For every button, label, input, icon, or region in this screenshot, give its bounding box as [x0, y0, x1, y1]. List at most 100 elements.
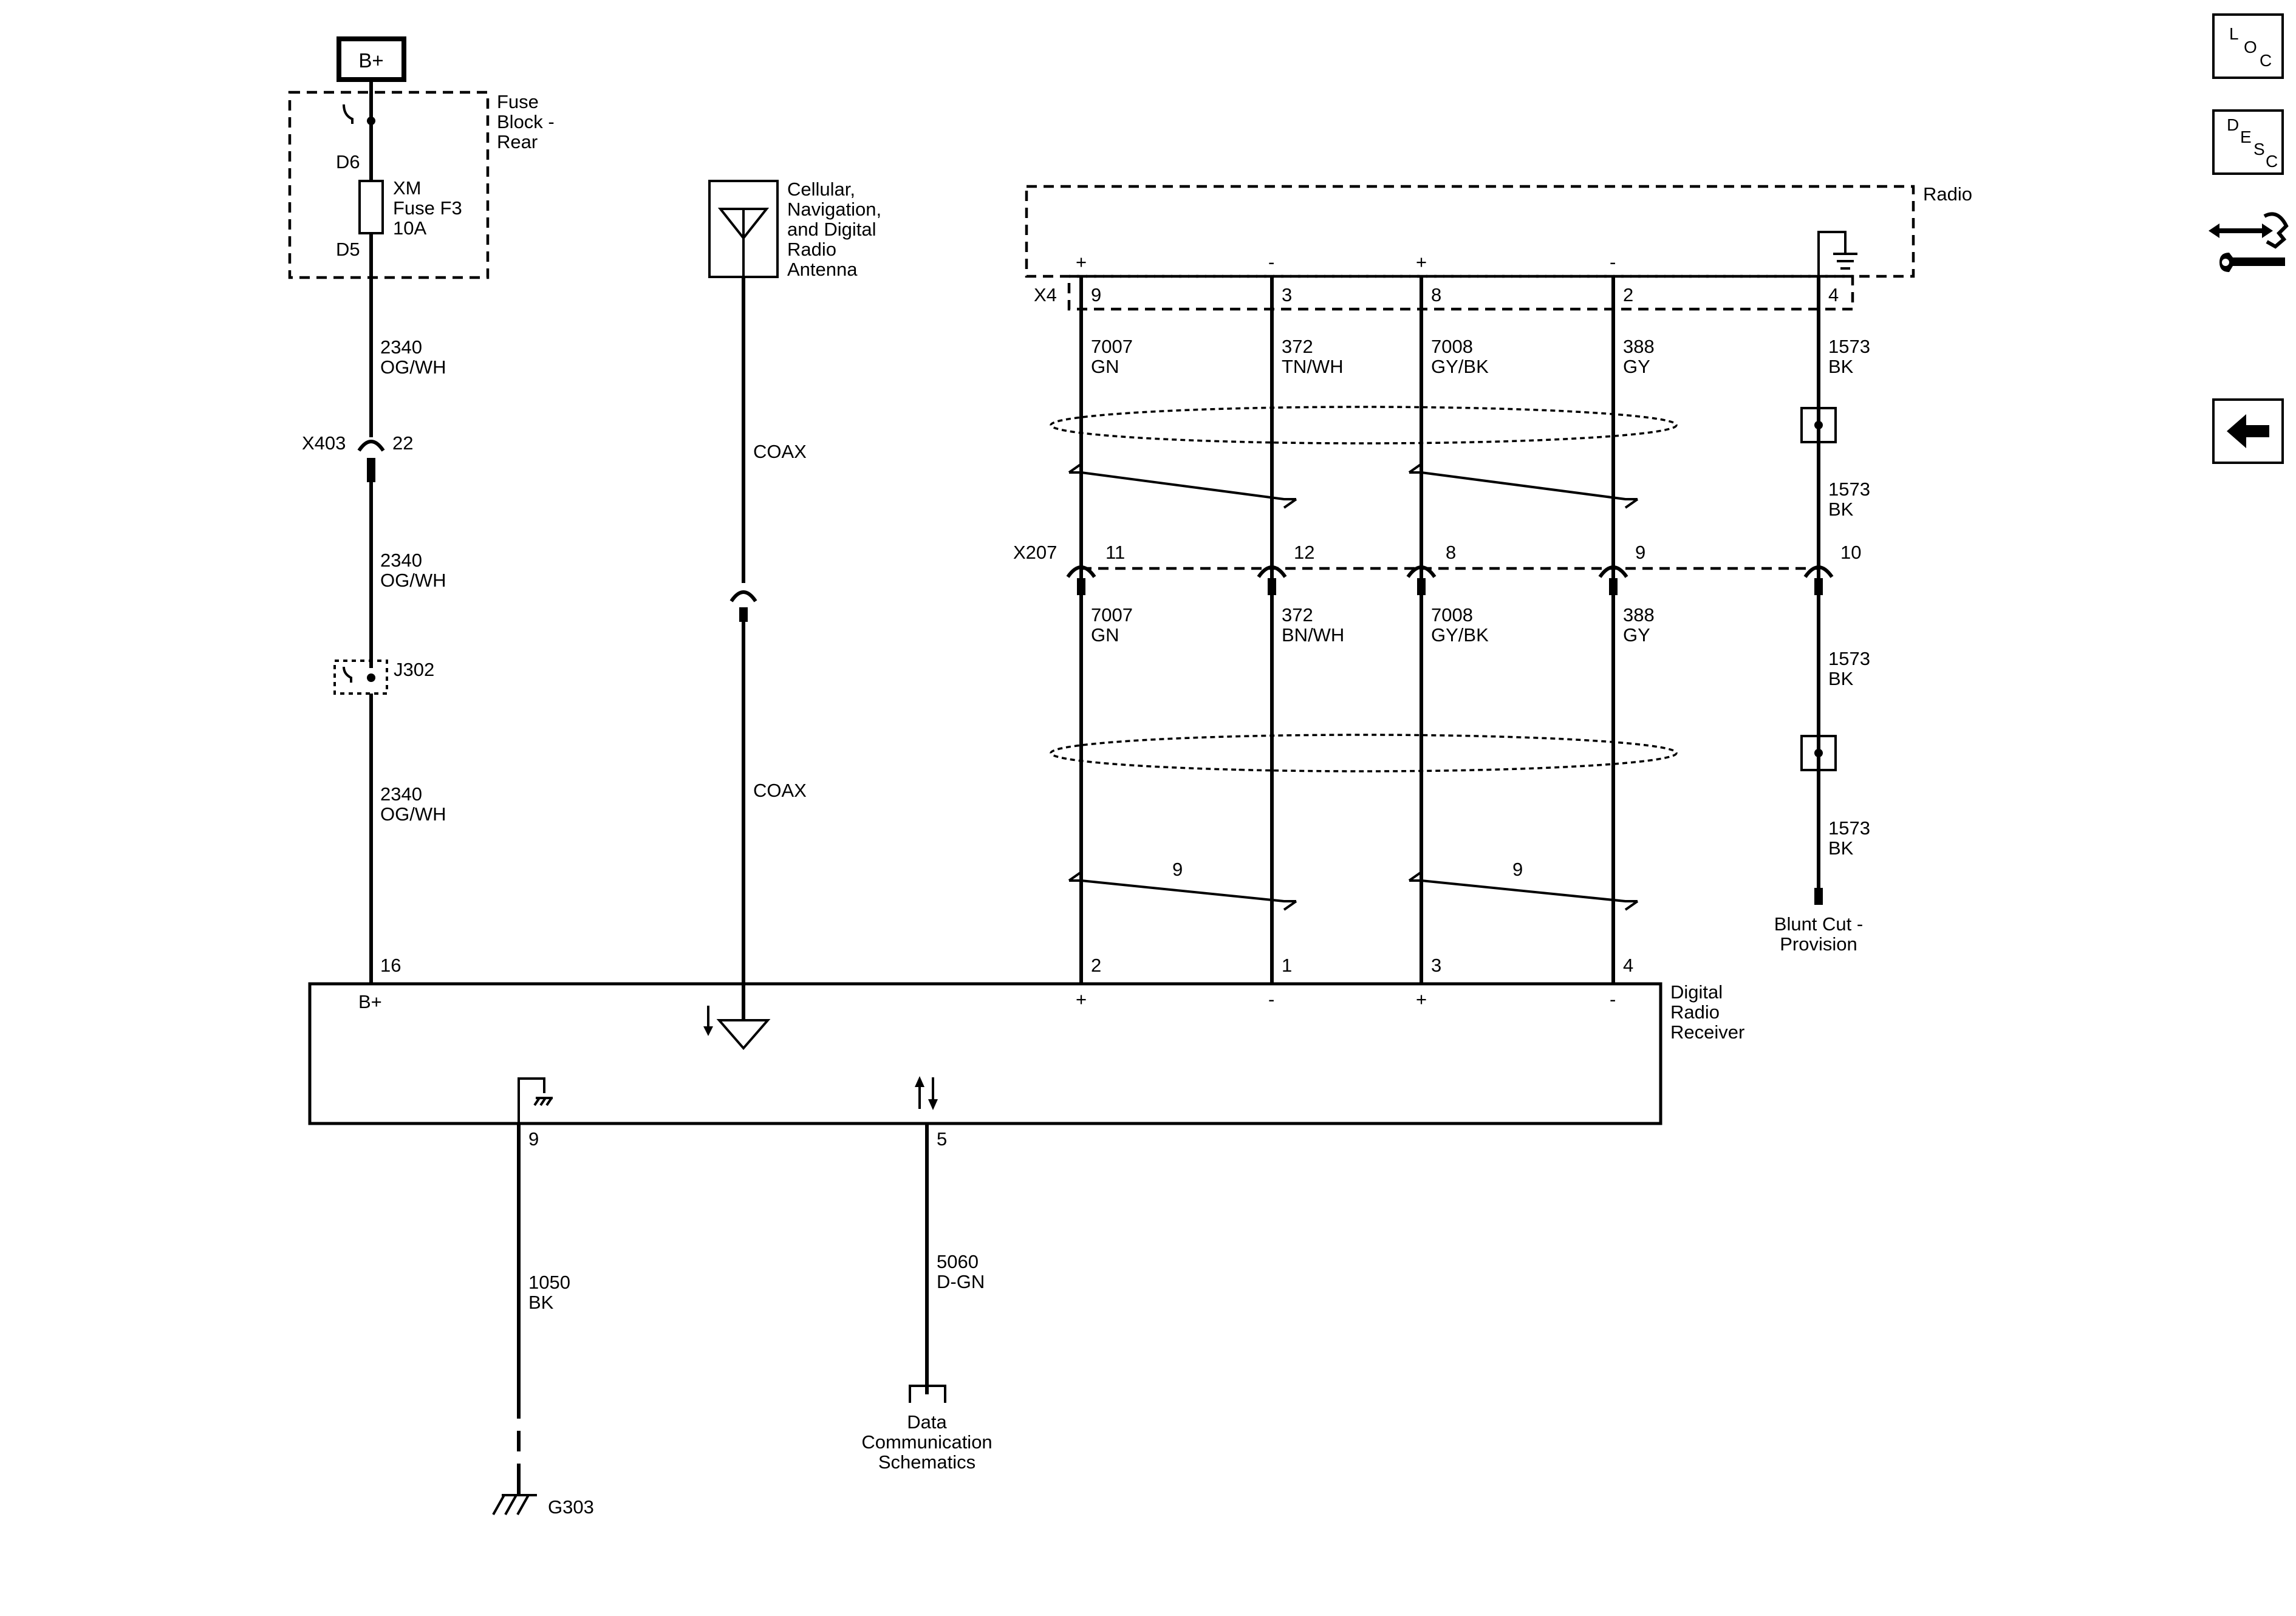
- digital-radio-receiver: Digital Radio Receiver 2 1 3 4 + - + -: [308, 955, 1744, 1125]
- twist-mark-3: [1069, 879, 1296, 902]
- receiver-pin-16: 16: [380, 955, 401, 976]
- radio-ground-icon: [1817, 231, 1847, 291]
- connector-x403-male: [367, 458, 375, 482]
- nav-desc-letter-4: C: [2266, 152, 2278, 171]
- antenna-label-5: Antenna: [787, 259, 858, 280]
- wire-7008-low-circuit: 7008: [1431, 604, 1473, 626]
- data-reference-icon: [909, 1385, 946, 1403]
- antenna-label-1: Cellular,: [787, 179, 855, 200]
- wire-388-top-color: GY: [1623, 356, 1650, 377]
- fuse-pin-d6: D6: [336, 151, 360, 172]
- radio-pin-4: 4: [1828, 284, 1839, 305]
- connector-x403-pin: 22: [392, 432, 413, 454]
- wire-1573-end-color: BK: [1828, 837, 1854, 859]
- x207-pin-8: 8: [1446, 542, 1456, 563]
- data-pin-5: 5: [937, 1128, 947, 1150]
- radio-enclosure: [1025, 185, 1915, 278]
- twist-mark-1: [1069, 471, 1296, 500]
- radio-label: Radio: [1923, 183, 1972, 205]
- wire-7008-top-color: GY/BK: [1431, 356, 1489, 377]
- connector-x4-label: X4: [1034, 284, 1057, 305]
- wire-7008-top-circuit: 7008: [1431, 336, 1473, 357]
- wire-372-top-circuit: 372: [1282, 336, 1313, 357]
- wire-2340-a-circuit: 2340: [380, 336, 422, 358]
- wire-7007-low-circuit: 7007: [1091, 604, 1133, 626]
- receiver-label-1: Digital: [1670, 981, 1723, 1003]
- radio-pol-2: -: [1268, 251, 1274, 273]
- wire-1573-top-color: BK: [1828, 356, 1854, 377]
- wire-7008-low-color: GY/BK: [1431, 624, 1489, 646]
- nav-loc-button[interactable]: L O C: [2212, 13, 2284, 79]
- antenna-label-4: Radio: [787, 239, 836, 260]
- x207-pin-12: 12: [1294, 542, 1314, 563]
- radio-pol-1: +: [1076, 251, 1087, 273]
- radio-pin-2: 2: [1623, 284, 1633, 305]
- receiver-pol-4: -: [1610, 989, 1616, 1010]
- wire-1050-circuit: 1050: [528, 1272, 570, 1293]
- shield-upper: [1050, 406, 1837, 445]
- x207-pin-10: 10: [1840, 542, 1861, 563]
- blunt-cut-label-1: Blunt Cut -: [1774, 913, 1863, 935]
- ground-g303-label: G303: [548, 1496, 594, 1518]
- wire-1573-mid-color: BK: [1828, 499, 1854, 520]
- receiver-box: [308, 982, 1662, 1125]
- radio-pin-8: 8: [1431, 284, 1441, 305]
- ground-pin-9: 9: [528, 1128, 539, 1150]
- twist-rate-2: 9: [1512, 859, 1523, 880]
- fuse-block-label-2: Block -: [497, 111, 555, 132]
- receiver-bplus-pin-label: B+: [358, 991, 382, 1012]
- connector-x207-label: X207: [1013, 542, 1057, 563]
- power-feed: B+ Fuse Block - Rear D6 XM Fuse F3 10A D…: [288, 36, 555, 1012]
- wire-7007-top-color: GN: [1091, 356, 1119, 377]
- fuse-pin-d5: D5: [336, 239, 360, 260]
- coax-connector-female: [729, 590, 757, 602]
- nav-back-button[interactable]: [2212, 398, 2284, 464]
- signal-wires: [1079, 276, 1820, 984]
- receiver-pin-3: 3: [1431, 955, 1441, 976]
- blunt-cut-label-2: Provision: [1780, 933, 1857, 955]
- radio-pol-3: +: [1416, 251, 1427, 273]
- wire-2340-b-circuit: 2340: [380, 550, 422, 571]
- nav-desc-button[interactable]: D E S C: [2212, 109, 2284, 175]
- antenna-label-2: Navigation,: [787, 199, 881, 220]
- shield-lower: [1050, 734, 1837, 772]
- blunt-cut-end: [1814, 888, 1823, 905]
- antenna-feed: Cellular, Navigation, and Digital Radio …: [708, 179, 881, 1020]
- coax-connector-male: [739, 607, 748, 622]
- x207-female-5: [1803, 565, 1834, 578]
- coax-lower-label: COAX: [753, 780, 807, 801]
- connector-x207: X207 11 12 8 9 10: [1013, 542, 1861, 595]
- ground-circuit: 9 1050 BK G303: [492, 1123, 594, 1518]
- x207-pin-9: 9: [1635, 542, 1645, 563]
- twisted-pair-upper: [1068, 463, 1639, 509]
- wire-2340-c-color: OG/WH: [380, 803, 446, 825]
- nav-loc-letter-1: L: [2229, 24, 2239, 43]
- nav-desc-letter-1: D: [2227, 115, 2240, 134]
- data-label-1: Data: [907, 1411, 947, 1433]
- wire-1573-top-circuit: 1573: [1828, 336, 1870, 357]
- radio-pin-labels: + - + - 9 3 8 2 4: [1076, 251, 1839, 305]
- data-label-3: Schematics: [878, 1451, 975, 1473]
- connector-repair-icon: [2209, 212, 2289, 272]
- coax-upper-label: COAX: [753, 441, 807, 462]
- splice-j302-label: J302: [394, 659, 434, 680]
- terminal-symbol: [343, 104, 354, 124]
- wire-2340-a-color: OG/WH: [380, 356, 446, 378]
- nav-connector-repair-button[interactable]: [2206, 202, 2291, 287]
- wire-1573-end-circuit: 1573: [1828, 817, 1870, 839]
- wire-7007-low-color: GN: [1091, 624, 1119, 646]
- receiver-pol-2: -: [1268, 989, 1274, 1010]
- wire-1573-low-circuit: 1573: [1828, 648, 1870, 669]
- x207-pin-11: 11: [1105, 542, 1125, 563]
- wire-5060-color: D-GN: [937, 1271, 985, 1292]
- wire-1573-low-color: BK: [1828, 668, 1854, 689]
- wire-388-top-circuit: 388: [1623, 336, 1655, 357]
- antenna-label-3: and Digital: [787, 219, 876, 240]
- receiver-pol-3: +: [1416, 989, 1427, 1010]
- fuse-block-label-3: Rear: [497, 131, 538, 152]
- bplus-source-label: B+: [358, 49, 383, 72]
- x207-female-1: [1066, 565, 1096, 578]
- fuse-label-2: Fuse F3: [393, 197, 462, 219]
- upper-wire-labels: 7007 GN 372 TN/WH 7008 GY/BK 388 GY 1573…: [1091, 336, 1870, 520]
